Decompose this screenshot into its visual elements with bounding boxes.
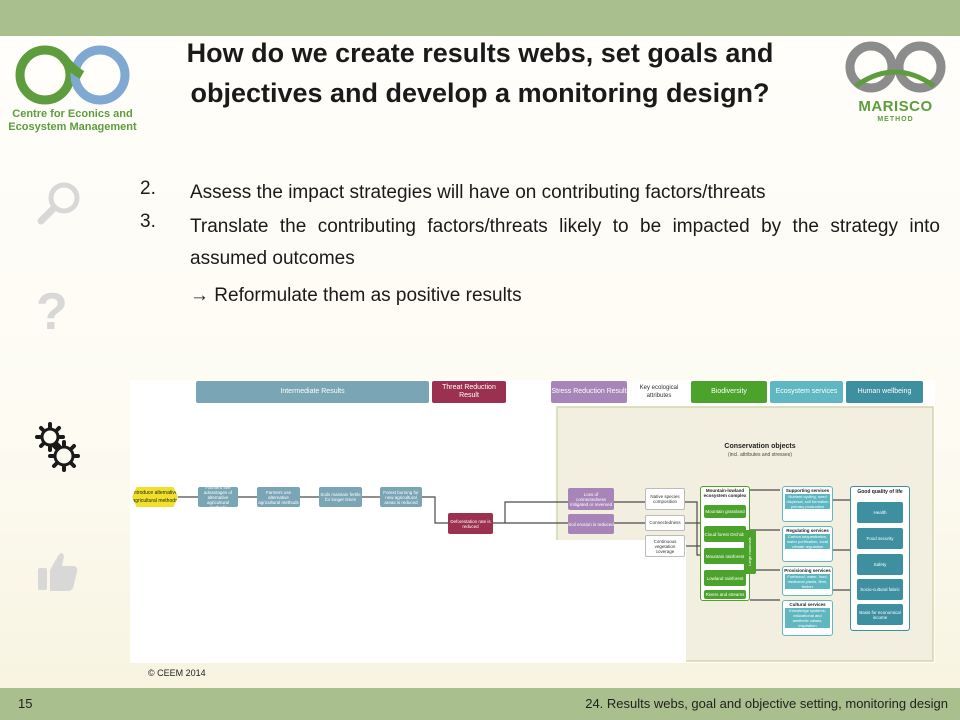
service-regulating: Regulating services Carbon sequestration… <box>782 526 833 562</box>
bullet-number: 3. <box>140 211 156 232</box>
magnifier-icon <box>35 180 83 231</box>
copyright-text: © CEEM 2014 <box>148 668 206 678</box>
slide-number: 15 <box>18 696 33 711</box>
biodiversity-box-3: Mountain rainforest <box>704 548 746 564</box>
gears-icon <box>34 420 82 479</box>
attribute-box-3: Continuous vegetation coverage <box>645 535 685 557</box>
question-icon: ? <box>36 283 68 341</box>
biodiversity-box-1: Mountain grassland <box>704 505 746 518</box>
service-supporting: Supporting services Nutrient cycling, se… <box>782 486 833 522</box>
biodiversity-box-2: Cloud forest Orchids <box>704 526 746 542</box>
attribute-box-2: Connectedness <box>645 515 685 531</box>
biodiversity-box-5: Rivers and streams <box>704 590 746 599</box>
wellbeing-box-4: Socio-cultural fabric <box>857 579 903 600</box>
service-cultural: Cultural services Knowledge systems, edu… <box>782 600 833 636</box>
conservation-objects-sub: (incl. attributes and stresses) <box>728 452 792 458</box>
marisco-logo-name: MARISCO <box>858 98 933 115</box>
header-biodiversity: Biodiversity <box>691 381 767 403</box>
bullet-text: Assess the impact strategies will have o… <box>190 182 766 203</box>
header-ecosystem-services: Ecosystem services <box>770 381 843 403</box>
conservation-objects-title: Conservation objects <box>724 443 796 450</box>
intermediate-result-2: Farmers use alternative agricultural met… <box>257 487 300 507</box>
wellbeing-box-2: Food security <box>857 528 903 549</box>
intermediate-result-1: Farmers see advantages of alternative ag… <box>198 485 238 510</box>
bullet-text: → Reformulate them as positive results <box>190 285 522 306</box>
top-bar <box>0 0 960 36</box>
ceem-logo: Centre for Econics and Ecosystem Managem… <box>5 40 140 140</box>
wellbeing-box-5: Basis for economical income <box>857 604 903 625</box>
slide-title: How do we create results webs, set goals… <box>186 38 774 108</box>
biodiversity-box-4: Lowland rainforest <box>704 570 746 586</box>
wellbeing-box-1: Health <box>857 502 903 523</box>
marisco-infinity-icon <box>845 41 946 93</box>
header-intermediate-results: Intermediate Results <box>196 381 429 403</box>
wellbeing-box-3: Safety <box>857 554 903 575</box>
attribute-box-1: Native species composition <box>645 488 685 510</box>
header-stress-reduction: Stress Reduction Result <box>551 381 627 403</box>
service-provisioning: Provisioning services Fuelwood, water, f… <box>782 566 833 596</box>
header-threat-reduction: Threat Reduction Result <box>432 381 506 403</box>
marisco-logo-sub: METHOD <box>877 116 914 123</box>
results-web-diagram: Intermediate Results Threat Reduction Re… <box>130 380 935 663</box>
strategy-box: Introduce alternative agricultural metho… <box>132 487 178 507</box>
wellbeing-group-title: Good quality of life <box>857 489 903 495</box>
stress-reduction-result-1: Loss of connectedness mitigated or rever… <box>568 488 614 510</box>
large-mammals-box: Large mammals <box>744 530 756 574</box>
thumbs-up-icon <box>36 548 80 599</box>
intermediate-result-4: Forest burning for new agricultural area… <box>380 487 422 507</box>
bottom-bar <box>0 688 960 720</box>
bullet-text: Translate the contributing factors/threa… <box>190 216 940 269</box>
ceem-logo-text: Centre for Econics and Ecosystem Managem… <box>8 108 137 133</box>
header-key-attributes: Key ecological attributes <box>630 381 688 403</box>
stress-reduction-result-2: Soil erosion is reduced <box>568 514 614 534</box>
threat-reduction-result: Deforestation rate is reduced <box>448 513 493 534</box>
footer-text: 24. Results webs, goal and objective set… <box>585 696 948 711</box>
header-human-wellbeing: Human wellbeing <box>846 381 923 403</box>
biodiversity-group-title: Mountain-lowland ecosystem complex <box>703 488 747 498</box>
ceem-infinity-icon <box>15 45 130 105</box>
intermediate-result-3: Soils maintain fertile for longer times <box>319 487 362 507</box>
bullet-number: 2. <box>140 178 156 199</box>
marisco-logo: MARISCO METHOD <box>838 38 953 128</box>
